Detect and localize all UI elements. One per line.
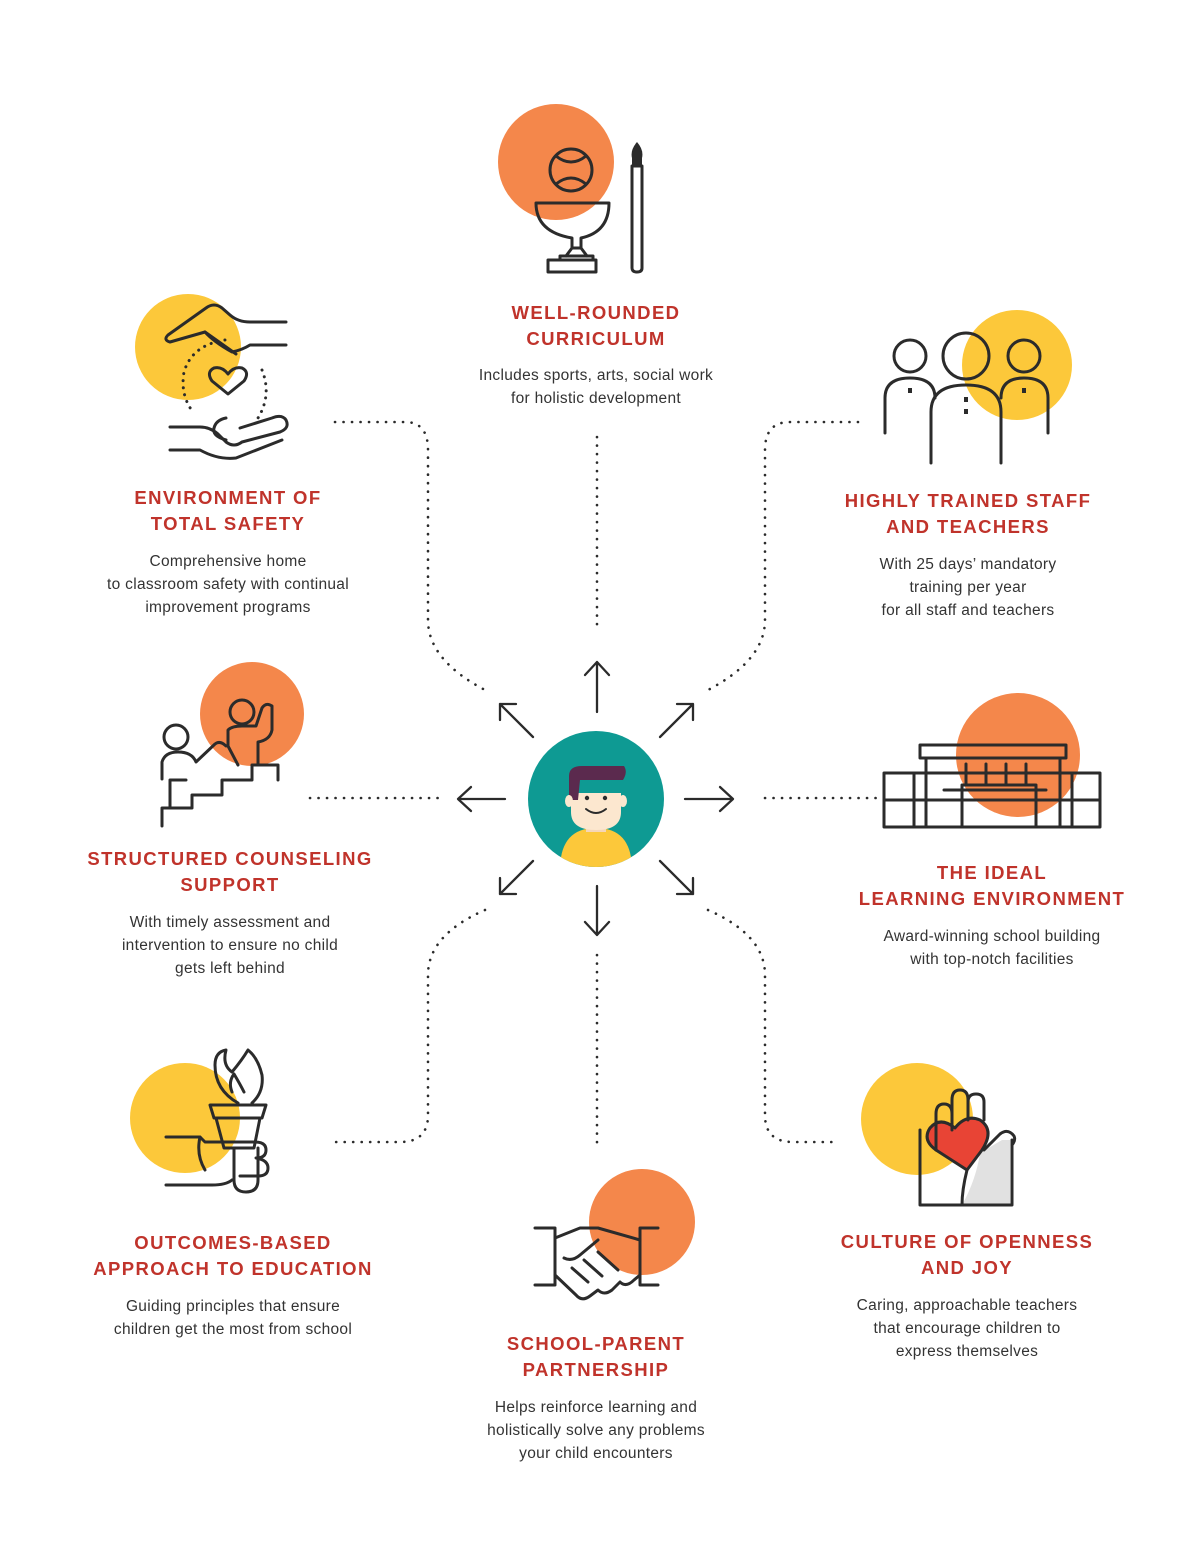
arrow-up-icon xyxy=(583,660,611,714)
handshake-icon xyxy=(533,1169,695,1301)
item-description: Comprehensive home to classroom safety w… xyxy=(107,553,349,616)
item-outcomes: OUTCOMES-BASED APPROACH TO EDUCATION Gui… xyxy=(58,1230,408,1341)
torch-hand-icon xyxy=(130,1048,270,1194)
item-staff: HIGHLY TRAINED STAFF AND TEACHERS With 2… xyxy=(798,488,1138,622)
arrow-down-left-icon xyxy=(498,859,535,896)
hands-heart-icon xyxy=(135,294,289,460)
item-description: With 25 days’ mandatory training per yea… xyxy=(879,556,1057,619)
staff-people-icon xyxy=(883,310,1072,465)
item-title: HIGHLY TRAINED STAFF AND TEACHERS xyxy=(844,490,1092,537)
hand-heart-icon xyxy=(861,1063,1017,1207)
child-face-icon xyxy=(528,731,664,867)
connector-line-culture xyxy=(706,908,840,1144)
connector-line-outcomes xyxy=(333,908,487,1144)
arrow-left-icon xyxy=(456,785,507,813)
school-building-icon xyxy=(882,693,1102,829)
item-partnership: SCHOOL-PARENT PARTNERSHIP Helps reinforc… xyxy=(421,1331,771,1465)
item-title: ENVIRONMENT OF TOTAL SAFETY xyxy=(134,487,322,534)
arrow-up-right-icon xyxy=(658,702,695,739)
item-culture: CULTURE OF OPENNESS AND JOY Caring, appr… xyxy=(792,1229,1142,1363)
arrow-down-icon xyxy=(583,884,611,937)
item-environment: THE IDEAL LEARNING ENVIRONMENT Award-win… xyxy=(817,860,1167,971)
item-safety: ENVIRONMENT OF TOTAL SAFETY Comprehensiv… xyxy=(58,485,398,619)
item-title: SCHOOL-PARENT PARTNERSHIP xyxy=(506,1333,686,1380)
item-description: With timely assessment and intervention … xyxy=(121,914,339,977)
arrow-up-left-icon xyxy=(498,702,535,739)
stairs-help-icon xyxy=(160,662,304,828)
item-description: Guiding principles that ensure children … xyxy=(113,1298,353,1338)
arrow-right-icon xyxy=(683,785,735,813)
connector-line-safety xyxy=(333,420,487,692)
item-title: THE IDEAL LEARNING ENVIRONMENT xyxy=(858,862,1126,909)
item-title: CULTURE OF OPENNESS AND JOY xyxy=(840,1231,1094,1278)
arrow-down-right-icon xyxy=(658,859,695,896)
item-description: Award-winning school building with top-n… xyxy=(883,928,1101,968)
item-counseling: STRUCTURED COUNSELING SUPPORT With timel… xyxy=(58,846,402,980)
item-description: Helps reinforce learning and holisticall… xyxy=(487,1399,705,1462)
item-description: Caring, approachable teachers that encou… xyxy=(856,1297,1078,1360)
item-title: OUTCOMES-BASED APPROACH TO EDUCATION xyxy=(93,1232,373,1279)
trophy-ball-brush-icon xyxy=(498,104,644,274)
item-description: Includes sports, arts, social work for h… xyxy=(478,367,714,407)
item-curriculum: WELL-ROUNDED CURRICULUM Includes sports,… xyxy=(396,300,796,410)
connector-line-staff xyxy=(706,420,860,692)
item-title: WELL-ROUNDED CURRICULUM xyxy=(511,302,681,349)
item-title: STRUCTURED COUNSELING SUPPORT xyxy=(87,848,373,895)
